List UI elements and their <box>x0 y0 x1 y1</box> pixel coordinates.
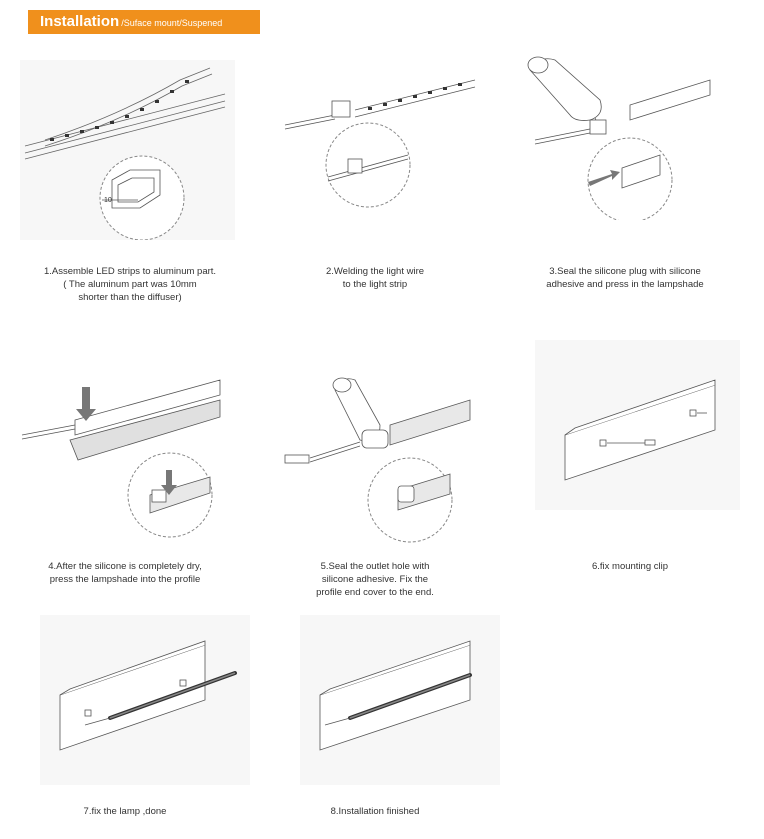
step-1-illustration: 10 <box>20 60 235 240</box>
step-6-caption: 6.fix mounting clip <box>591 561 669 572</box>
section-banner: Installation /Suface mount/Suspened <box>28 10 260 34</box>
step-8-caption: 8.Installation finished <box>330 806 420 817</box>
step-6-illustration <box>535 340 740 510</box>
step-3-caption: 3.Seal the silicone plug with silicone a… <box>546 266 704 290</box>
dimension-label: 10 <box>104 197 112 204</box>
step-2-illustration <box>284 79 476 208</box>
section-title: Installation <box>40 13 120 30</box>
section-subtitle: /Suface mount/Suspened <box>121 18 223 28</box>
step-7-caption: 7.fix the lamp ,done <box>83 806 167 817</box>
step-5-illustration <box>284 377 471 543</box>
step-4-caption: 4.After the silicone is completely dry, … <box>48 561 202 585</box>
step-2-caption: 2.Welding the light wire to the light st… <box>325 266 425 290</box>
step-3-illustration <box>527 56 711 220</box>
step-4-illustration <box>21 379 221 538</box>
step-8-illustration <box>300 615 500 785</box>
step-1-caption: 1.Assemble LED strips to aluminum part. … <box>43 266 217 303</box>
step-7-illustration <box>40 615 250 785</box>
step-5-caption: 5.Seal the outlet hole with silicone adh… <box>316 561 434 598</box>
